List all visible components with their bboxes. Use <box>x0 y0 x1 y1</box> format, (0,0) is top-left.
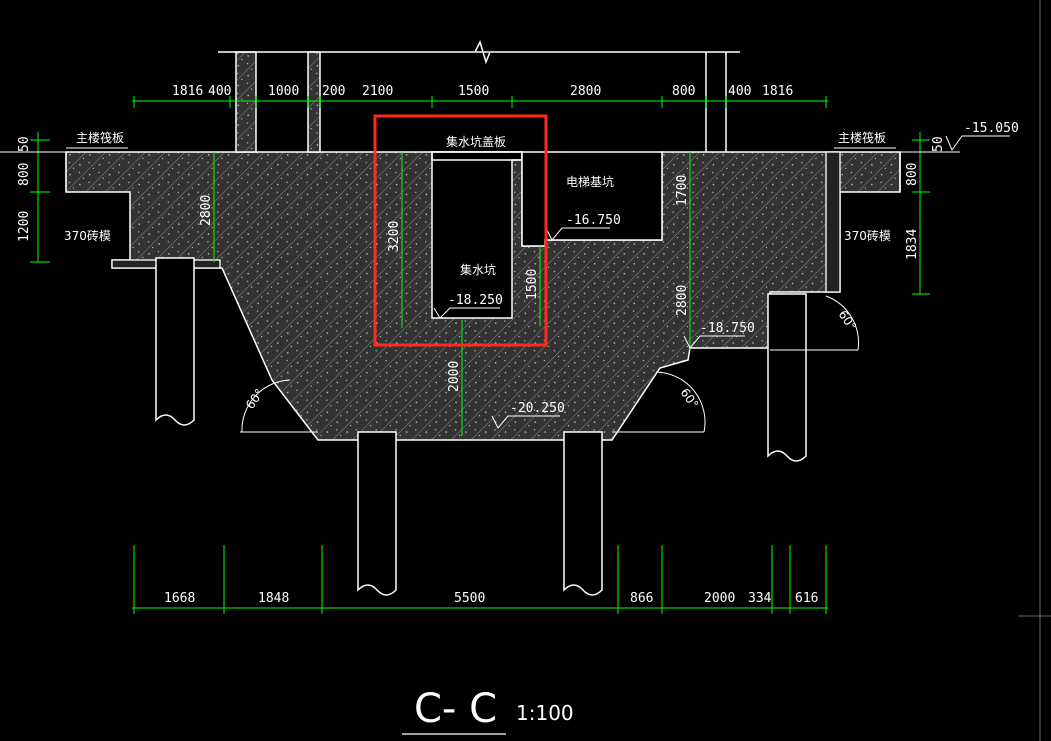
label-main-slab-right: 主楼筏板 <box>838 130 886 145</box>
angle-arcs <box>240 295 859 433</box>
elevator-pit-void <box>521 151 663 247</box>
vdim-right-1834: 1834 <box>905 229 920 260</box>
pile-center-left <box>357 431 397 596</box>
top-dim-6: 1500 <box>458 84 489 99</box>
top-dim-10: 1816 <box>762 84 793 99</box>
vdim-left-800: 800 <box>17 163 32 186</box>
drawing-scale: 1:100 <box>516 701 574 725</box>
top-dim-3: 1000 <box>268 84 299 99</box>
top-dim-4: 200 <box>322 84 345 99</box>
label-main-slab-left: 主楼筏板 <box>76 130 124 145</box>
vertical-dim-text: 50 800 1200 50 800 1834 2800 3200 1500 1… <box>17 136 946 392</box>
elevation-markers <box>0 135 1010 429</box>
elev-base-bottom: -20.250 <box>510 401 565 416</box>
highlight-box <box>373 114 548 347</box>
bottom-dim-2: 1848 <box>258 591 289 606</box>
label-sump-pit: 集水坑 <box>460 262 496 277</box>
bottom-dim-7: 616 <box>795 591 818 606</box>
drawing-title-block: C- C 1:100 <box>402 686 574 735</box>
pile-right <box>767 293 807 462</box>
vdim-right-800: 800 <box>905 163 920 186</box>
label-elevator-pit: 电梯基坑 <box>566 174 614 189</box>
vdim-pit-3200: 3200 <box>387 221 402 252</box>
vdim-pit-1500: 1500 <box>525 269 540 300</box>
angle-right: 60° <box>678 386 702 411</box>
elev-marker-sump <box>433 307 500 319</box>
elev-marker-base <box>491 415 560 429</box>
top-dim-8: 800 <box>672 84 695 99</box>
elev-right-step: -18.750 <box>700 321 755 336</box>
vdim-right-50: 50 <box>931 136 946 152</box>
window-edge <box>1018 0 1051 741</box>
bottom-dim-ticks <box>133 545 827 614</box>
vdim-left-1200: 1200 <box>17 211 32 242</box>
arc-left <box>241 379 291 433</box>
elev-sump-bottom: -18.250 <box>448 293 503 308</box>
elev-marker-top-right <box>945 135 1010 152</box>
angle-far-right: 60° <box>836 308 860 333</box>
elev-marker-right-step <box>683 335 745 349</box>
pile-left <box>155 257 195 426</box>
pile-center-right <box>563 431 603 596</box>
wall-left-200 <box>307 51 321 153</box>
top-dim-1: 1816 <box>172 84 203 99</box>
bottom-dim-5: 2000 <box>704 591 735 606</box>
vdim-left-50: 50 <box>17 136 32 152</box>
bottom-dim-text: 1668 1848 5500 866 2000 334 616 <box>164 591 818 606</box>
elevation-text: -15.050 -16.750 -18.250 -18.750 -20.250 <box>448 121 1019 416</box>
elev-top-right: -15.050 <box>964 121 1019 136</box>
vdim-inner-2800-left: 2800 <box>199 195 214 226</box>
label-cover-plate: 集水坑盖板 <box>446 134 506 149</box>
top-dim-ticks <box>133 96 827 108</box>
brick-mold-right-top <box>825 151 841 293</box>
bottom-dim-1: 1668 <box>164 591 195 606</box>
vdim-elev-1700: 1700 <box>675 175 690 206</box>
arc-right <box>655 371 706 433</box>
top-dim-7: 2800 <box>570 84 601 99</box>
vdim-bottom-2000: 2000 <box>447 361 462 392</box>
drawing-title: C- C <box>414 686 497 732</box>
break-symbol <box>474 39 491 65</box>
bottom-dim-4: 866 <box>630 591 653 606</box>
top-dim-text: 1816 400 1000 200 2100 1500 2800 800 400… <box>172 84 793 99</box>
top-dim-2: 400 <box>208 84 231 99</box>
piles <box>155 257 807 596</box>
elev-elevator-bottom: -16.750 <box>566 213 621 228</box>
dimension-lines <box>30 96 930 614</box>
wall-left-400 <box>235 51 257 153</box>
concrete-section <box>65 151 901 441</box>
bottom-dim-3: 5500 <box>454 591 485 606</box>
label-brick-right: 370砖模 <box>844 228 891 243</box>
annotation-labels: 主楼筏板 主楼筏板 370砖模 370砖模 集水坑盖板 集水坑 电梯基坑 <box>64 130 891 277</box>
vdim-inner-2800-right: 2800 <box>675 285 690 316</box>
bottom-dim-6: 334 <box>748 591 772 606</box>
elev-marker-elevator <box>545 227 610 241</box>
label-brick-left: 370砖模 <box>64 228 111 243</box>
top-dim-9: 400 <box>728 84 751 99</box>
top-dim-5: 2100 <box>362 84 393 99</box>
arc-far-right <box>825 295 859 351</box>
